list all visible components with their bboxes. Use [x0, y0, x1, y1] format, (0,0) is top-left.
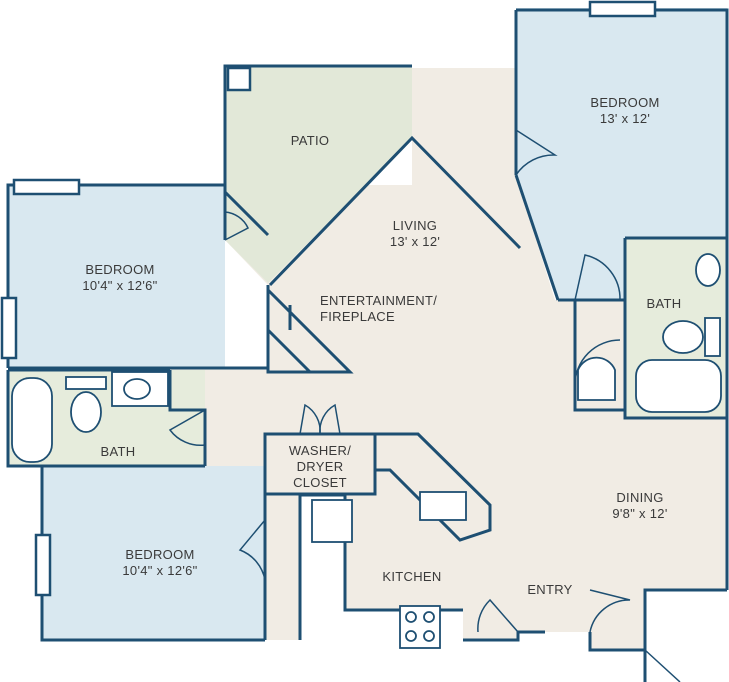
burner-1	[405, 611, 417, 623]
door-bath-left	[168, 409, 206, 447]
label-bedroom-bottom-left: BEDROOM 10'4" x 12'6"	[100, 547, 220, 579]
fixtures	[11, 253, 722, 649]
door-right-bath	[574, 339, 621, 386]
refrigerator	[311, 499, 353, 543]
label-bedroom-top-right: BEDROOM 13' x 12'	[570, 95, 680, 127]
room-size: 13' x 12'	[389, 234, 441, 249]
bedroom-top-right-floor	[516, 8, 727, 300]
room-name: KITCHEN	[382, 569, 442, 584]
label-washer: WASHER/ DRYER CLOSET	[272, 443, 368, 491]
window-bedroom-left	[12, 178, 81, 196]
room-name: DINING	[616, 490, 664, 505]
tub-left	[11, 377, 53, 463]
toilet-tank-left	[65, 376, 107, 390]
room-name: ENTERTAINMENT/	[320, 293, 438, 308]
sink-kitchen	[419, 491, 467, 521]
outer-wall-patio	[223, 64, 412, 240]
bath-left-right	[168, 370, 207, 466]
window-top-right	[588, 0, 657, 18]
bedroom-left-floor	[8, 185, 225, 368]
room-name: BATH	[646, 296, 682, 311]
label-entertainment: ENTERTAINMENT/ FIREPLACE	[320, 293, 437, 325]
living-diagonal-left	[268, 135, 522, 287]
room-size: 10'4" x 12'6"	[82, 278, 158, 293]
patio-diagonal	[223, 190, 270, 237]
stove	[399, 605, 441, 649]
burner-3	[405, 630, 417, 642]
room-name: BEDROOM	[590, 95, 660, 110]
room-name: BEDROOM	[125, 547, 195, 562]
room-name: LIVING	[392, 218, 438, 233]
closet-lavatory	[577, 356, 616, 401]
closet-right-2	[573, 300, 625, 412]
burner-4	[423, 630, 435, 642]
living-diagonal-right	[514, 174, 560, 301]
room-size: 9'8" x 12'	[612, 506, 668, 521]
room-size: 10'4" x 12'6"	[122, 563, 198, 578]
room-name: PATIO	[290, 133, 330, 148]
room-name-2: FIREPLACE	[320, 309, 395, 324]
outer-wall-top-right	[516, 8, 729, 590]
label-patio: PATIO	[270, 133, 350, 149]
window-left-side	[0, 296, 18, 360]
toilet-right	[662, 320, 704, 354]
tub-right	[635, 359, 722, 413]
label-living: LIVING 13' x 12'	[360, 218, 470, 250]
sink-right	[695, 253, 721, 287]
door-entry	[477, 598, 519, 633]
toilet-left	[70, 391, 102, 433]
windows	[0, 0, 657, 597]
patio-floor	[225, 66, 412, 283]
sink-left	[123, 378, 151, 400]
window-bottom-left	[34, 533, 52, 597]
bath-right-left-wall	[623, 238, 727, 420]
label-dining: DINING 9'8" x 12'	[580, 490, 700, 522]
room-name-2: DRYER	[296, 459, 344, 474]
room-name-3: CLOSET	[293, 475, 347, 490]
burner-2	[423, 611, 435, 623]
kitchen-counter-outer	[375, 432, 492, 542]
door-right-bedroom	[515, 129, 558, 176]
door-entry-closet	[589, 589, 631, 633]
room-name: BEDROOM	[85, 262, 155, 277]
door-right-closet	[574, 254, 621, 301]
room-name: BATH	[100, 444, 136, 459]
door-bedroom-left	[224, 211, 249, 241]
window-patio	[226, 66, 252, 92]
room-name: ENTRY	[527, 582, 573, 597]
doors	[168, 129, 681, 682]
label-bedroom-left: BEDROOM 10'4" x 12'6"	[60, 262, 180, 294]
bottom-entry-walls	[463, 630, 545, 642]
label-bath-left: BATH	[90, 444, 146, 460]
label-kitchen: KITCHEN	[370, 569, 454, 585]
label-entry: ENTRY	[520, 582, 580, 598]
bedroom-bottom-left-floor	[42, 466, 265, 640]
door-washer-right	[319, 403, 341, 435]
label-bath-right: BATH	[636, 296, 692, 312]
room-size: 13' x 12'	[599, 111, 651, 126]
toilet-tank-right	[704, 317, 721, 357]
door-outside-closet	[644, 649, 681, 682]
door-bedroom-bottom	[238, 519, 266, 581]
room-name: WASHER/	[288, 443, 352, 458]
fireplace-detail-1	[266, 328, 312, 374]
